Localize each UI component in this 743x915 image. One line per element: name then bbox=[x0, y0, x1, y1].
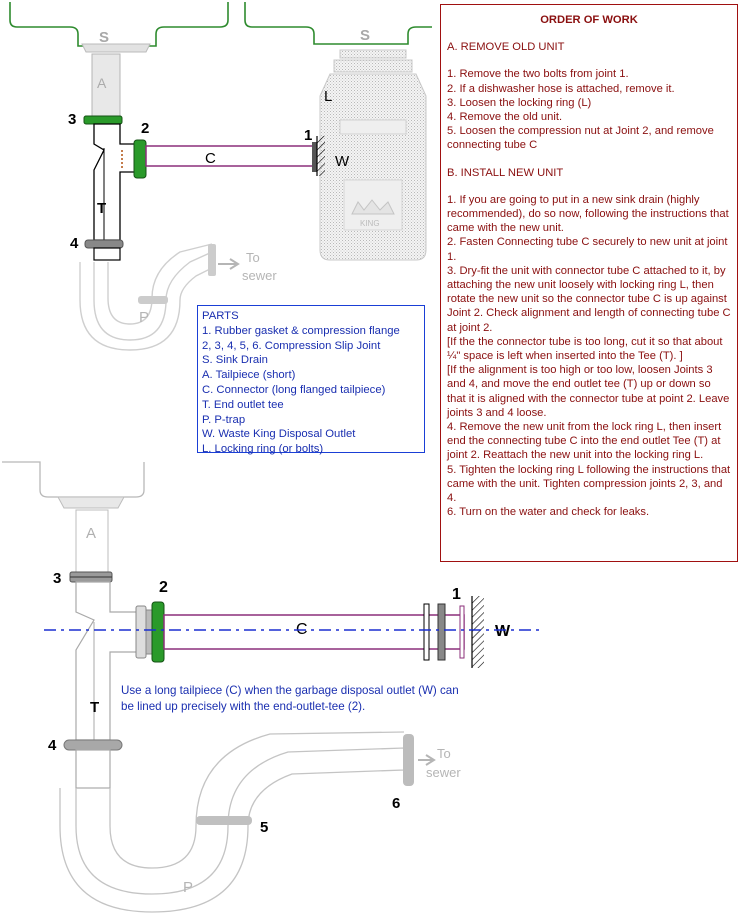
section-a-step: 3. Loosen the locking ring (L) bbox=[447, 96, 592, 109]
parts-legend: PARTS 1. Rubber gasket & compression fla… bbox=[197, 305, 425, 455]
joint-1-label-top: 1 bbox=[304, 127, 312, 144]
parts-item: L. Locking ring (or bolts) bbox=[202, 443, 324, 456]
order-of-work-title: ORDER OF WORK bbox=[540, 14, 638, 26]
joint-2-nut-top bbox=[133, 139, 147, 179]
joint-2-label-top: 2 bbox=[141, 120, 149, 137]
to-sewer-bottom-line1: To bbox=[437, 746, 451, 761]
joint-6-nut-bottom bbox=[403, 734, 414, 786]
parts-item: P. P-trap bbox=[202, 413, 246, 426]
order-of-work-panel: ORDER OF WORK A. REMOVE OLD UNIT 1. Remo… bbox=[440, 4, 738, 562]
joint-1-label-bottom: 1 bbox=[452, 586, 461, 603]
section-b-step: [If the the connector tube is too long, … bbox=[447, 335, 723, 363]
section-a-step: 4. Remove the old unit. bbox=[447, 111, 563, 124]
parts-item: A. Tailpiece (short) bbox=[202, 369, 296, 382]
joint-2-nut-bottom-a bbox=[135, 605, 147, 659]
parts-item: W. Waste King Disposal Outlet bbox=[202, 428, 356, 441]
bottom-sink-drain-flange bbox=[57, 496, 125, 509]
p-trap-top bbox=[79, 250, 213, 351]
p-trap-bottom-inner bbox=[109, 731, 405, 869]
joint-5-nut-bottom bbox=[196, 816, 252, 825]
parts-item: 2, 3, 4, 5, 6. Compression Slip Joint bbox=[202, 339, 381, 352]
end-outlet-tee-top bbox=[93, 123, 136, 241]
outlet-w-bottom-label: W bbox=[495, 623, 511, 640]
parts-title: PARTS bbox=[202, 310, 239, 322]
locking-ring-label: L bbox=[324, 88, 332, 105]
joint-5-label-bottom: 5 bbox=[260, 819, 268, 836]
disposal-outlet-wall-top bbox=[317, 136, 325, 176]
right-sink-label: S bbox=[360, 27, 370, 44]
joint-6-label-bottom: 6 bbox=[392, 795, 400, 812]
joint-2-nut-bottom-b bbox=[145, 609, 153, 655]
diagram-caption: Use a long tailpiece (C) when the garbag… bbox=[121, 684, 459, 713]
outlet-w-top-label: W bbox=[335, 153, 350, 170]
p-trap-top-label: P bbox=[139, 309, 149, 326]
parts-item: S. Sink Drain bbox=[202, 354, 268, 367]
section-b-step: [If the alignment is too high or too low… bbox=[447, 364, 730, 419]
svg-text:KING: KING bbox=[360, 219, 380, 228]
p-trap-bottom bbox=[59, 747, 405, 913]
joint-3-label-bottom: 3 bbox=[53, 570, 61, 587]
section-b-steps: 1. If you are going to put in a new sink… bbox=[447, 193, 731, 520]
tailpiece-a-bottom-label: A bbox=[86, 525, 96, 542]
tee-bottom-stub-top bbox=[93, 247, 121, 261]
joint-5-nut-top bbox=[138, 296, 168, 304]
section-b-step: 3. Dry-fit the unit with connector tube … bbox=[447, 264, 731, 334]
left-sink-drain-flange bbox=[81, 43, 151, 53]
parts-item: 1. Rubber gasket & compression flange bbox=[202, 324, 400, 337]
bottom-sink-basin bbox=[2, 461, 145, 498]
parts-item: C. Connector (long flanged tailpiece) bbox=[202, 383, 386, 396]
joint-1-flange-top bbox=[312, 142, 317, 172]
tee-bottom-label: T bbox=[90, 699, 99, 716]
section-a-step: 2. If a dishwasher hose is attached, rem… bbox=[447, 82, 675, 95]
tailpiece-a-top-label: A bbox=[97, 75, 107, 91]
left-sink-label: S bbox=[99, 29, 109, 46]
joint-4-nut-top bbox=[84, 239, 124, 249]
joint-6-nut-top bbox=[208, 244, 216, 276]
joint-2-label-bottom: 2 bbox=[159, 579, 168, 596]
joint-4-label-bottom: 4 bbox=[48, 737, 57, 754]
connector-c-top-label: C bbox=[205, 150, 216, 167]
joint-4-nut-bottom bbox=[63, 739, 123, 751]
to-sewer-bottom-line2: sewer bbox=[426, 765, 461, 780]
section-b-step: 4. Remove the new unit from the lock rin… bbox=[447, 421, 722, 462]
joint-4-label-top: 4 bbox=[70, 235, 79, 252]
section-a-steps: 1. Remove the two bolts from joint 1. 2.… bbox=[447, 67, 731, 152]
connector-tube-c-top bbox=[145, 145, 315, 167]
joint-3-label-top: 3 bbox=[68, 111, 76, 128]
left-sink-basin bbox=[9, 2, 229, 47]
disposal-outlet-wall-bottom bbox=[472, 596, 484, 668]
disposal-unit-top: KING bbox=[319, 49, 427, 261]
to-sewer-arrow-top bbox=[218, 258, 240, 270]
p-trap-top-inner bbox=[107, 243, 213, 325]
to-sewer-top-line1: To bbox=[246, 250, 260, 265]
right-sink-basin bbox=[244, 2, 432, 45]
section-b-step: 2. Fasten Connecting tube C securely to … bbox=[447, 236, 728, 263]
tee-top-label: T bbox=[97, 200, 106, 217]
joint-3-nut-top bbox=[83, 115, 123, 125]
section-b-step: 5. Tighten the locking ring L following … bbox=[447, 463, 731, 505]
tee-bottom-stub-bottom bbox=[75, 749, 111, 789]
end-outlet-tee-bottom bbox=[75, 581, 139, 741]
to-sewer-arrow-bottom bbox=[418, 754, 436, 766]
section-b-step: 6. Turn on the water and check for leaks… bbox=[447, 506, 650, 519]
connector-tube-c-bottom bbox=[163, 614, 465, 650]
to-sewer-top-line2: sewer bbox=[242, 268, 277, 283]
joint-1-flange-bottom bbox=[437, 603, 446, 661]
section-a-heading: A. REMOVE OLD UNIT bbox=[447, 41, 565, 54]
p-trap-bottom-label: P bbox=[183, 879, 193, 896]
joint-1-ring-bottom-b bbox=[459, 605, 465, 659]
tailpiece-a-top bbox=[91, 53, 121, 117]
joint-1-ring-bottom-a bbox=[423, 603, 430, 661]
section-a-step: 5. Loosen the compression nut at Joint 2… bbox=[447, 125, 714, 152]
section-a-step: 1. Remove the two bolts from joint 1. bbox=[447, 68, 629, 81]
joint-2-gasket-bottom bbox=[151, 601, 165, 663]
parts-item: T. End outlet tee bbox=[202, 398, 284, 411]
section-b-step: 1. If you are going to put in a new sink… bbox=[447, 193, 729, 235]
section-b-heading: B. INSTALL NEW UNIT bbox=[447, 166, 564, 179]
